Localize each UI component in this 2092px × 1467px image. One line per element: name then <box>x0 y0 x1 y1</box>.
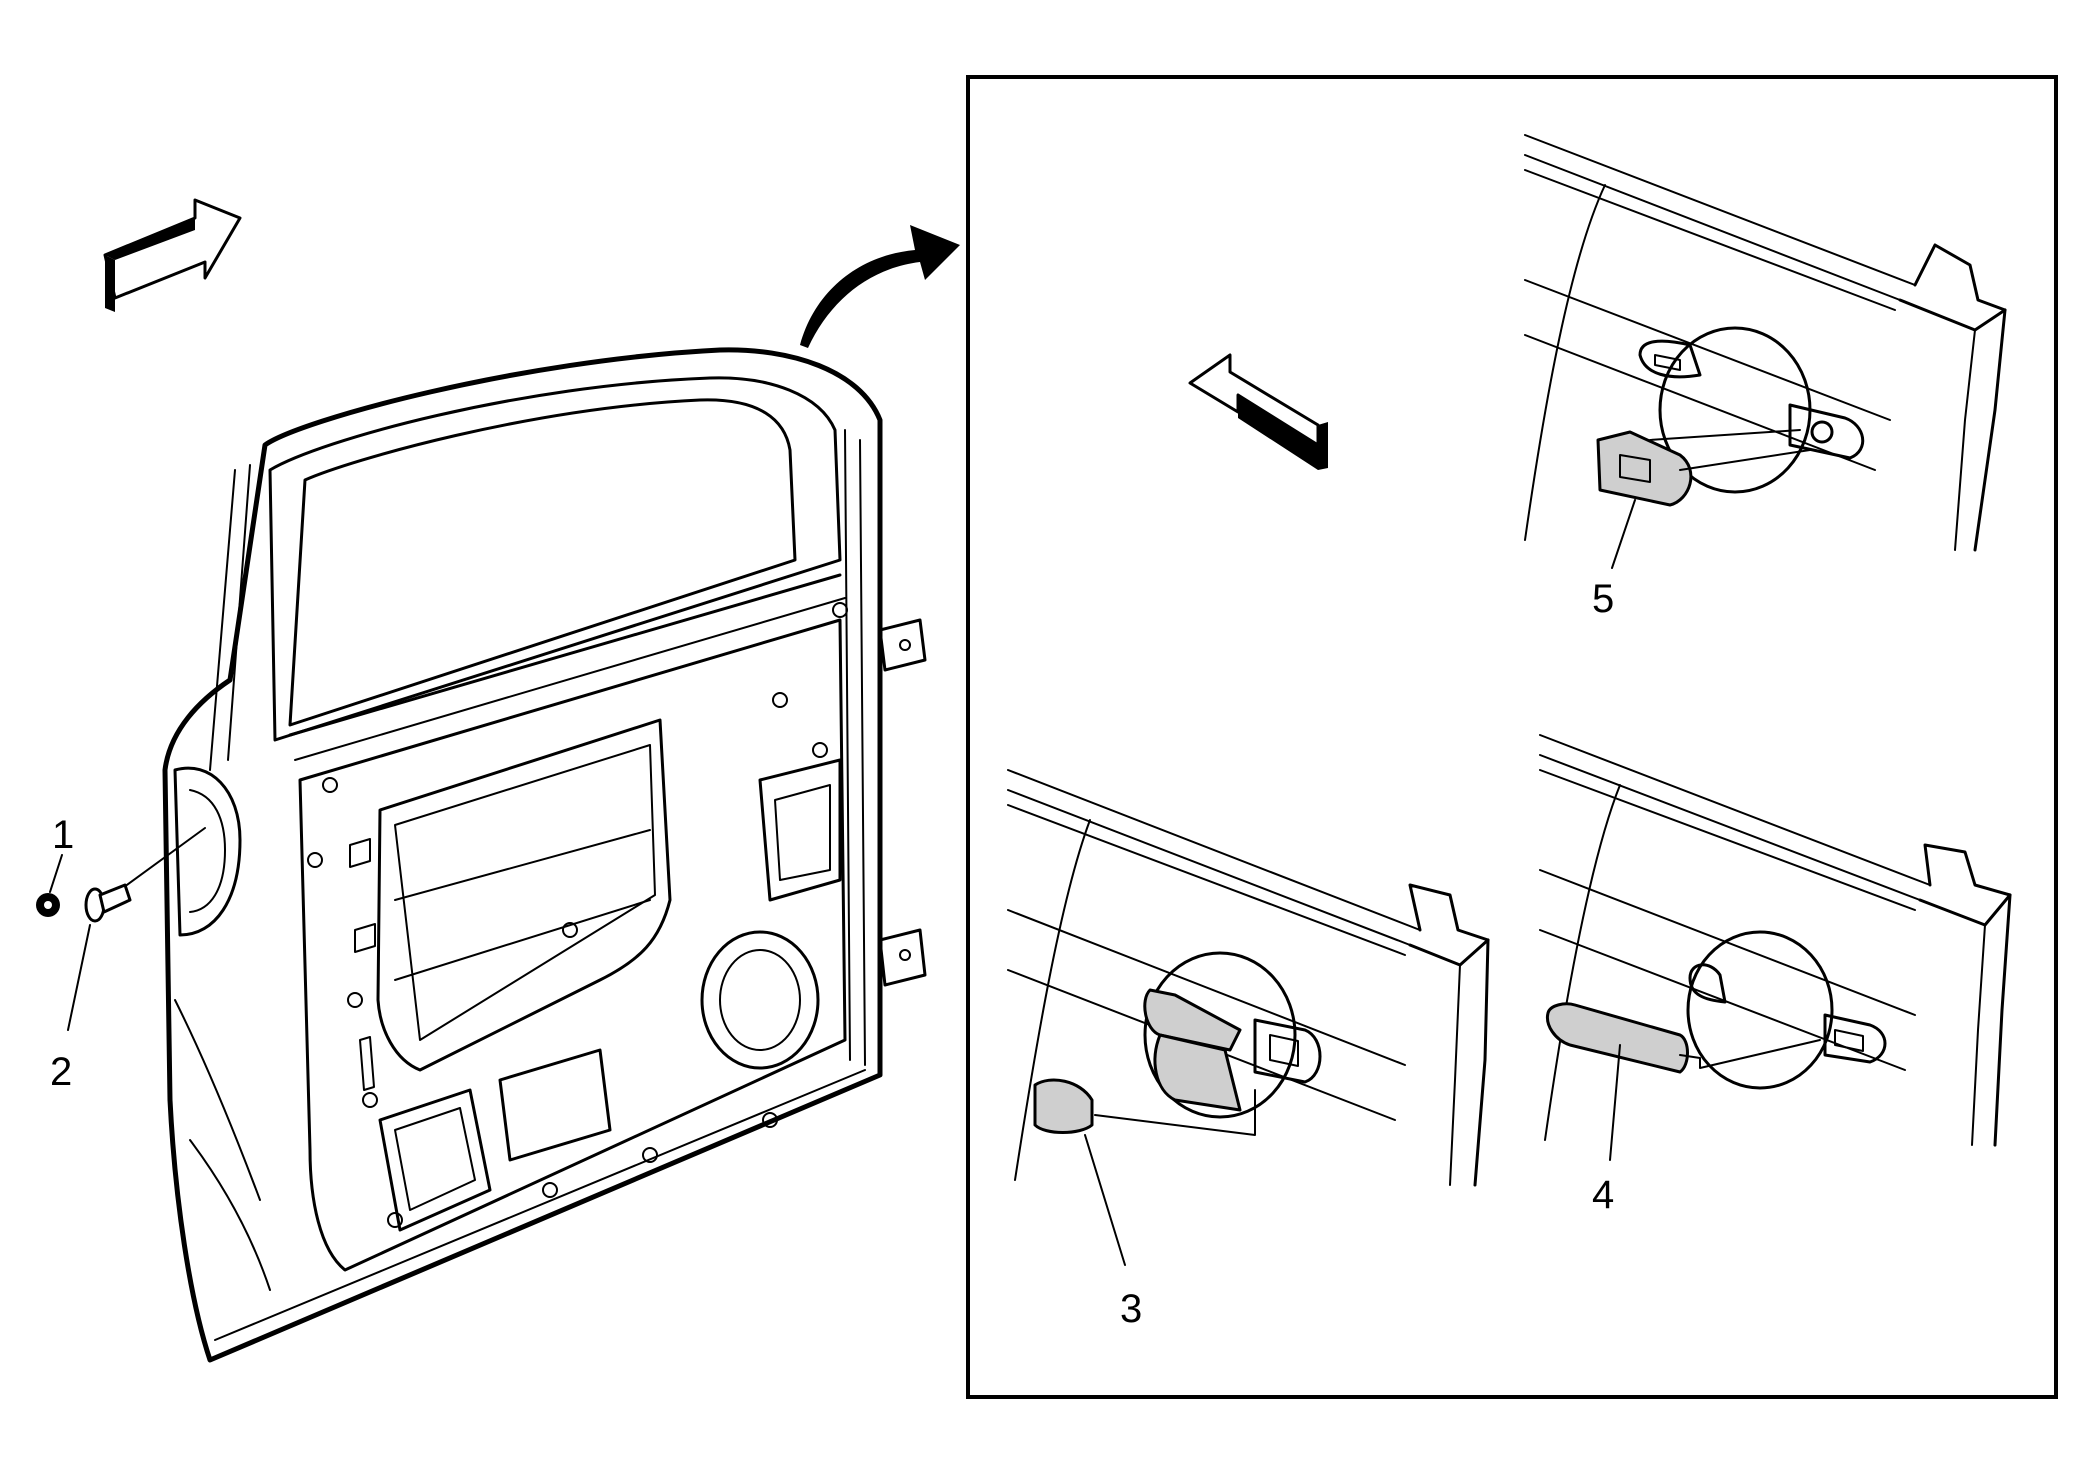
callout-5-label: 5 <box>1592 577 1614 621</box>
front-direction-arrow-icon <box>1188 353 1328 470</box>
callout-4-leader <box>1609 1044 1621 1161</box>
part-2-bolt <box>84 883 132 923</box>
curved-arrow-icon <box>800 225 960 348</box>
callout-2-leader <box>67 924 91 1031</box>
callout-4-label: 4 <box>1592 1173 1614 1217</box>
callout-3-leader <box>1084 1134 1126 1266</box>
detail-view-part-4 <box>1539 734 2012 1147</box>
bolt-leader-line <box>119 827 206 891</box>
callout-1-label: 1 <box>52 813 74 857</box>
callout-3-label: 3 <box>1120 1287 1142 1331</box>
callout-5-leader <box>1611 499 1636 569</box>
door-inner-panel <box>162 347 927 1363</box>
callout-1-leader <box>49 854 63 893</box>
part-1-nut <box>36 893 60 917</box>
callout-2-label: 2 <box>50 1050 72 1094</box>
detail-view-part-3 <box>1007 769 1490 1187</box>
front-direction-arrow-icon <box>103 198 242 312</box>
detail-inset-frame <box>966 75 2058 1399</box>
detail-view-part-5 <box>1524 134 2007 552</box>
